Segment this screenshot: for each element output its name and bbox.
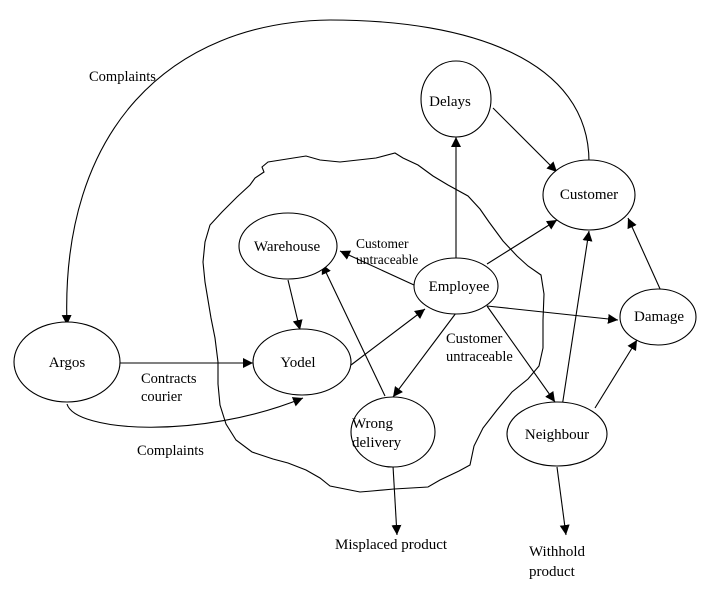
node-delays-label: Delays [429,94,471,110]
edge-label-contracts-line1: Contracts [141,371,197,387]
node-employee-label: Employee [429,279,490,295]
edge-neighbour-withhold[interactable] [556,466,570,536]
node-neighbour-label: Neighbour [525,427,589,443]
node-damage-label: Damage [634,309,684,325]
edge-employee-wrong-delivery[interactable] [392,312,457,398]
node-argos-label: Argos [49,355,86,371]
edge-label-untraceable-warehouse-line1: Customer [356,236,409,251]
node-wrong-delivery-label-line2: delivery [352,435,402,451]
node-wrong-delivery[interactable]: Wrong delivery [350,396,436,468]
edges-group [61,19,662,536]
terminal-withhold-product-line2: product [529,564,576,580]
edge-label-untraceable-warehouse-line2: untraceable [356,252,418,267]
edge-yodel-employee[interactable] [350,308,426,366]
edge-damage-customer[interactable] [627,217,662,292]
node-damage[interactable]: Damage [619,288,697,346]
organisation-boundary [202,152,545,493]
node-employee[interactable]: Employee [413,257,499,315]
edge-label-contracts-line2: courier [141,389,182,405]
node-delays[interactable]: Delays [420,60,492,138]
terminal-misplaced-product: Misplaced product [335,537,448,553]
node-warehouse[interactable]: Warehouse [238,212,338,280]
node-argos[interactable]: Argos [13,321,121,403]
edge-customer-argos[interactable] [61,19,590,326]
edge-wrong-delivery-misplaced[interactable] [391,465,402,536]
node-yodel-label: Yodel [280,355,315,371]
edge-argos-yodel-complaints[interactable] [66,397,304,428]
terminal-withhold-product-line1: Withhold [529,544,586,560]
node-customer[interactable]: Customer [542,159,636,231]
node-customer-label: Customer [560,187,618,203]
edge-warehouse-yodel[interactable] [287,279,303,331]
edge-label-complaints-top: Complaints [89,69,156,85]
edge-employee-warehouse[interactable] [339,250,415,286]
edge-employee-damage[interactable] [486,305,619,324]
edge-employee-customer[interactable] [486,219,558,265]
edge-wrong-delivery-warehouse[interactable] [321,263,386,397]
edge-label-untraceable-wrong-delivery-line1: Customer [446,331,503,347]
edge-label-complaints-bottom: Complaints [137,443,204,459]
edge-delays-customer[interactable] [492,107,558,173]
edge-employee-neighbour[interactable] [486,305,556,403]
edge-neighbour-customer[interactable] [561,230,593,408]
edge-neighbour-damage[interactable] [594,339,638,409]
node-yodel[interactable]: Yodel [252,328,352,396]
node-neighbour[interactable]: Neighbour [506,401,608,467]
node-wrong-delivery-label-line1: Wrong [352,416,394,432]
node-warehouse-label: Warehouse [254,239,321,255]
edge-label-untraceable-wrong-delivery-line2: untraceable [446,349,513,365]
